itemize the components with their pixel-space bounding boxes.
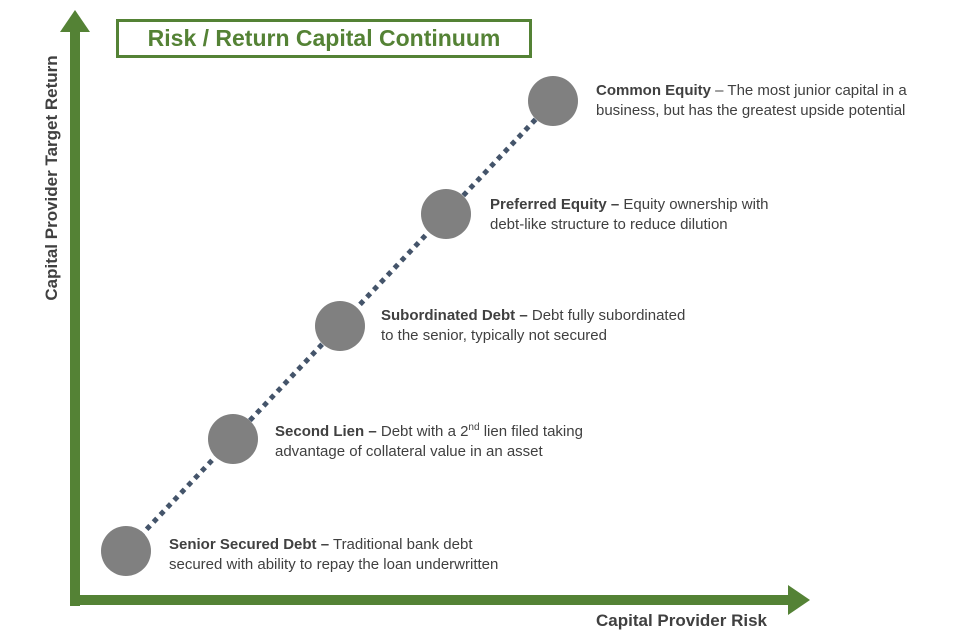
- node-common-equity: [528, 76, 578, 126]
- stage-description-line2: to the senior, typically not secured: [381, 327, 607, 344]
- ordinal-suffix: nd: [468, 422, 480, 433]
- x-axis-arrowhead: [788, 585, 810, 615]
- y-axis-label: Capital Provider Target Return: [42, 55, 61, 301]
- stage-name: Second Lien –: [275, 423, 377, 440]
- stage-description-line2: advantage of collateral value in an asse…: [275, 443, 543, 460]
- stage-name: Subordinated Debt –: [381, 307, 528, 324]
- stage-second-lien: Second Lien – Debt with a 2nd lien filed…: [275, 422, 583, 462]
- diagram-title: Risk / Return Capital Continuum: [147, 25, 501, 51]
- stage-senior-secured-debt: Senior Secured Debt – Traditional bank d…: [169, 535, 498, 575]
- x-axis-label: Capital Provider Risk: [596, 611, 768, 630]
- stage-subordinated-debt: Subordinated Debt – Debt fully subordina…: [381, 306, 685, 346]
- node-subordinated-debt: [315, 301, 365, 351]
- stage-description: – The most junior capital in a: [711, 82, 907, 99]
- title-box: Risk / Return Capital Continuum: [116, 19, 532, 58]
- stage-description-line2: business, but has the greatest upside po…: [596, 102, 906, 119]
- node-senior-secured-debt: [101, 526, 151, 576]
- stage-description: Debt with a 2: [376, 423, 469, 440]
- stage-description: Equity ownership with: [619, 196, 769, 213]
- stage-name: Senior Secured Debt –: [169, 536, 330, 553]
- stage-name: Preferred Equity –: [490, 196, 620, 213]
- stage-name: Common Equity: [596, 82, 711, 99]
- stage-description: Debt fully subordinated: [527, 307, 686, 324]
- stage-common-equity: Common Equity – The most junior capital …: [596, 81, 907, 121]
- stage-description-cont: lien filed taking: [479, 423, 583, 440]
- node-preferred-equity: [421, 189, 471, 239]
- stage-description-line2: secured with ability to repay the loan u…: [169, 556, 499, 573]
- stage-description-line2: debt-like structure to reduce dilution: [490, 216, 728, 233]
- stage-preferred-equity: Preferred Equity – Equity ownership with…: [490, 195, 768, 235]
- stage-description: Traditional bank debt: [329, 536, 473, 553]
- node-second-lien: [208, 414, 258, 464]
- y-axis-arrowhead: [60, 10, 90, 32]
